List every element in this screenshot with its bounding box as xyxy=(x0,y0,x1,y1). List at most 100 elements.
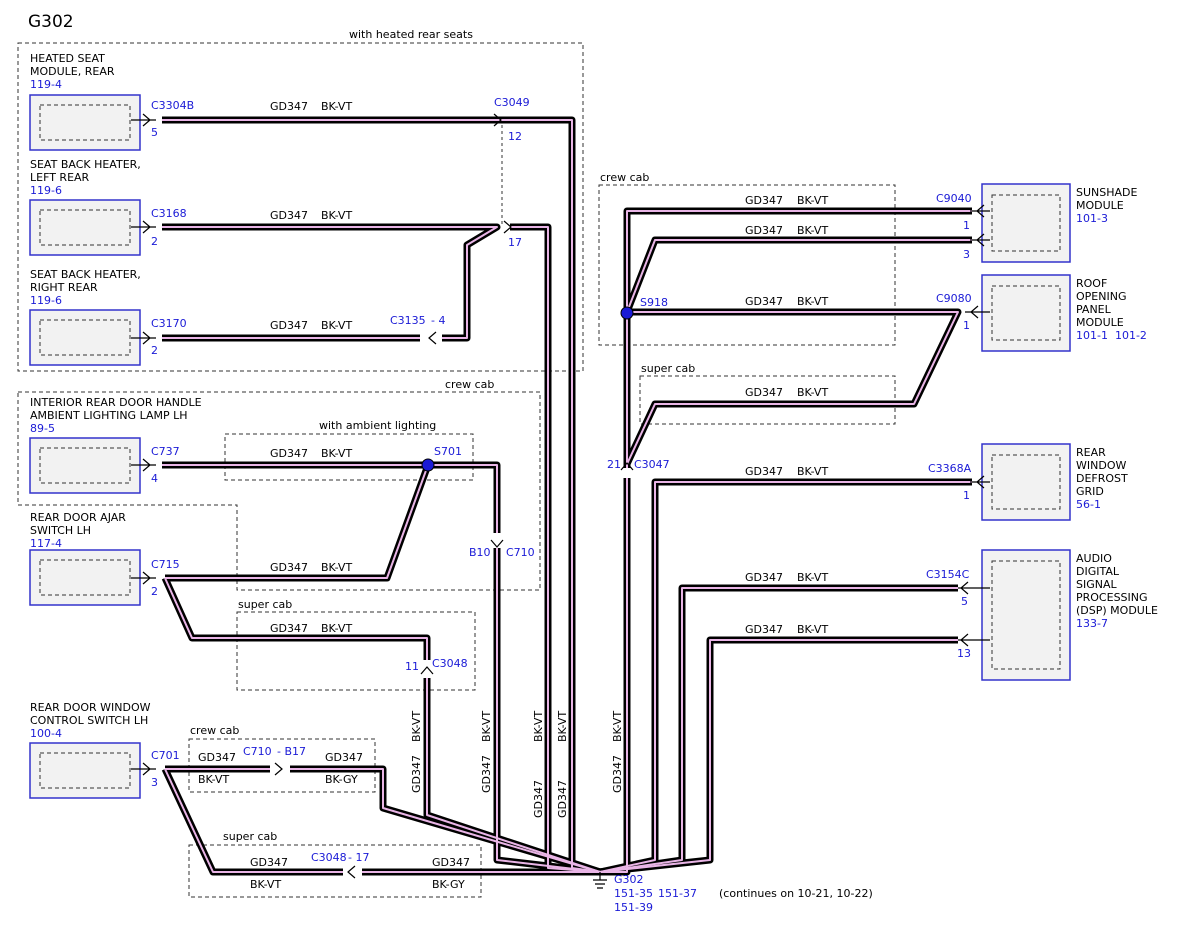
label-roof-2: OPENING xyxy=(1076,290,1126,303)
wire-color: BK-VT xyxy=(321,622,352,635)
wire-circuit: GD347 xyxy=(432,856,470,869)
pin-arrow-c9040-3 xyxy=(970,233,990,247)
pin-arrow-c3047 xyxy=(620,462,634,471)
label-roof-3: PANEL xyxy=(1076,303,1112,316)
wire-color: BK-VT xyxy=(797,295,828,308)
wire-color: BK-VT xyxy=(797,386,828,399)
wire-segment xyxy=(162,461,501,533)
pin-c3049-12: 12 xyxy=(508,130,522,143)
pin-arrow-c3135 xyxy=(428,331,437,345)
wire-color: BK-VT xyxy=(321,100,352,113)
label-dsp-1: AUDIO xyxy=(1076,552,1112,565)
conn-c3168: C3168 xyxy=(151,207,187,220)
wire-color: BK-VT xyxy=(797,465,828,478)
pin-arrow-c3049-12 xyxy=(493,113,502,127)
pin-arrow-c710 xyxy=(490,539,504,548)
box-heated-seat-module xyxy=(29,94,141,151)
pin-c710: B10 xyxy=(469,546,491,559)
box-inner xyxy=(39,319,131,356)
box-window-switch xyxy=(29,742,141,799)
wire-color: BK-VT xyxy=(321,319,352,332)
conn-c3049: C3049 xyxy=(494,96,530,109)
label-seat-back-right-1: SEAT BACK HEATER, xyxy=(30,268,141,281)
wire-color-alt: BK-GY xyxy=(325,773,358,786)
vwire-color: BK-VT xyxy=(410,711,423,742)
conn-c710-b: C710 xyxy=(243,745,272,758)
ref-dsp: 133-7 xyxy=(1076,617,1108,630)
vwire-circuit: GD347 xyxy=(556,780,569,818)
wire-segment-core xyxy=(290,768,601,873)
wire-outer-strokes xyxy=(161,116,972,876)
wire-circuit: GD347 xyxy=(745,386,783,399)
label-heated-seat-2: MODULE, REAR xyxy=(30,65,115,78)
wire-circuit: GD347 xyxy=(745,194,783,207)
box-inner xyxy=(39,104,131,141)
label-door-ajar-1: REAR DOOR AJAR xyxy=(30,511,126,524)
wire-circuit: GD347 xyxy=(270,561,308,574)
label-dsp-4: PROCESSING xyxy=(1076,591,1148,604)
box-door-ajar xyxy=(29,549,141,606)
pin-arrow-c3170 xyxy=(131,331,156,345)
region-super-cab-window-label: super cab xyxy=(223,830,277,843)
wire-labels: GD347 BK-VT GD347 BK-VT GD347 BK-VT GD34… xyxy=(198,100,828,891)
box-door-handle-lamp xyxy=(29,437,141,494)
wire-circuit: GD347 xyxy=(745,465,783,478)
label-window-switch-1: REAR DOOR WINDOW xyxy=(30,701,151,714)
wire-segment-core xyxy=(510,226,601,873)
wire-inner-strokes xyxy=(162,119,972,873)
ref-door-handle: 89-5 xyxy=(30,422,55,435)
wire-color: BK-VT xyxy=(250,878,281,891)
conn-c710: C710 xyxy=(506,546,535,559)
pin-c737: 4 xyxy=(151,472,158,485)
ref-seat-back-right: 119-6 xyxy=(30,294,62,307)
wire-color: BK-VT xyxy=(321,447,352,460)
wire-segment-core xyxy=(165,464,429,579)
pin-c3168: 2 xyxy=(151,235,158,248)
wire-circuit: GD347 xyxy=(745,295,783,308)
region-heated-rear-seats-label: with heated rear seats xyxy=(349,28,473,41)
wire-segment xyxy=(623,207,972,468)
region-super-cab-right-label: super cab xyxy=(641,362,695,375)
conn-c3304b: C3304B xyxy=(151,99,194,112)
wire-circuit: GD347 xyxy=(270,100,308,113)
ref-door-ajar: 117-4 xyxy=(30,537,62,550)
wire-segment-core xyxy=(600,478,628,873)
region-super-cab-right xyxy=(639,375,896,425)
pin-c3154c-5: 5 xyxy=(961,595,968,608)
wire-segment-core xyxy=(626,239,972,313)
conn-c3154c: C3154C xyxy=(926,568,970,581)
box-sunshade xyxy=(981,183,1071,263)
wire-color: BK-VT xyxy=(797,623,828,636)
region-crew-cab-left xyxy=(17,391,541,591)
label-heated-seat-1: HEATED SEAT xyxy=(30,52,105,65)
box-inner xyxy=(39,447,131,484)
pin-c710-b17: - B17 xyxy=(277,745,306,758)
wire-circuit: GD347 xyxy=(270,622,308,635)
box-rear-defrost xyxy=(981,443,1071,521)
label-defrost-1: REAR xyxy=(1076,446,1106,459)
box-seat-back-right xyxy=(29,309,141,366)
label-seat-back-left-1: SEAT BACK HEATER, xyxy=(30,158,141,171)
ground-ref-3: 151-39 xyxy=(614,901,653,914)
label-roof-1: ROOF xyxy=(1076,277,1107,290)
label-sunshade-2: MODULE xyxy=(1076,199,1124,212)
pin-c3154c-13: 13 xyxy=(957,647,971,660)
box-roof-panel xyxy=(981,274,1071,352)
wire-segment-core xyxy=(162,464,498,533)
conn-c701: C701 xyxy=(151,749,180,762)
pin-c3368a: 1 xyxy=(963,489,970,502)
wire-circuit: GD347 xyxy=(270,447,308,460)
conn-c9080: C9080 xyxy=(936,292,972,305)
region-crew-cab-right xyxy=(598,184,896,346)
ref-roof: 101-1 101-2 xyxy=(1076,329,1147,342)
region-super-cab-left-label: super cab xyxy=(238,598,292,611)
vwire-color: BK-VT xyxy=(611,711,624,742)
region-crew-cab-window-label: crew cab xyxy=(190,724,239,737)
conn-s918: S918 xyxy=(640,296,668,309)
box-dsp-module xyxy=(981,549,1071,681)
pin-c3047: 21 xyxy=(607,458,621,471)
wire-segment xyxy=(623,308,962,466)
pin-c701: 3 xyxy=(151,776,158,789)
wire-segment-core xyxy=(164,768,343,873)
